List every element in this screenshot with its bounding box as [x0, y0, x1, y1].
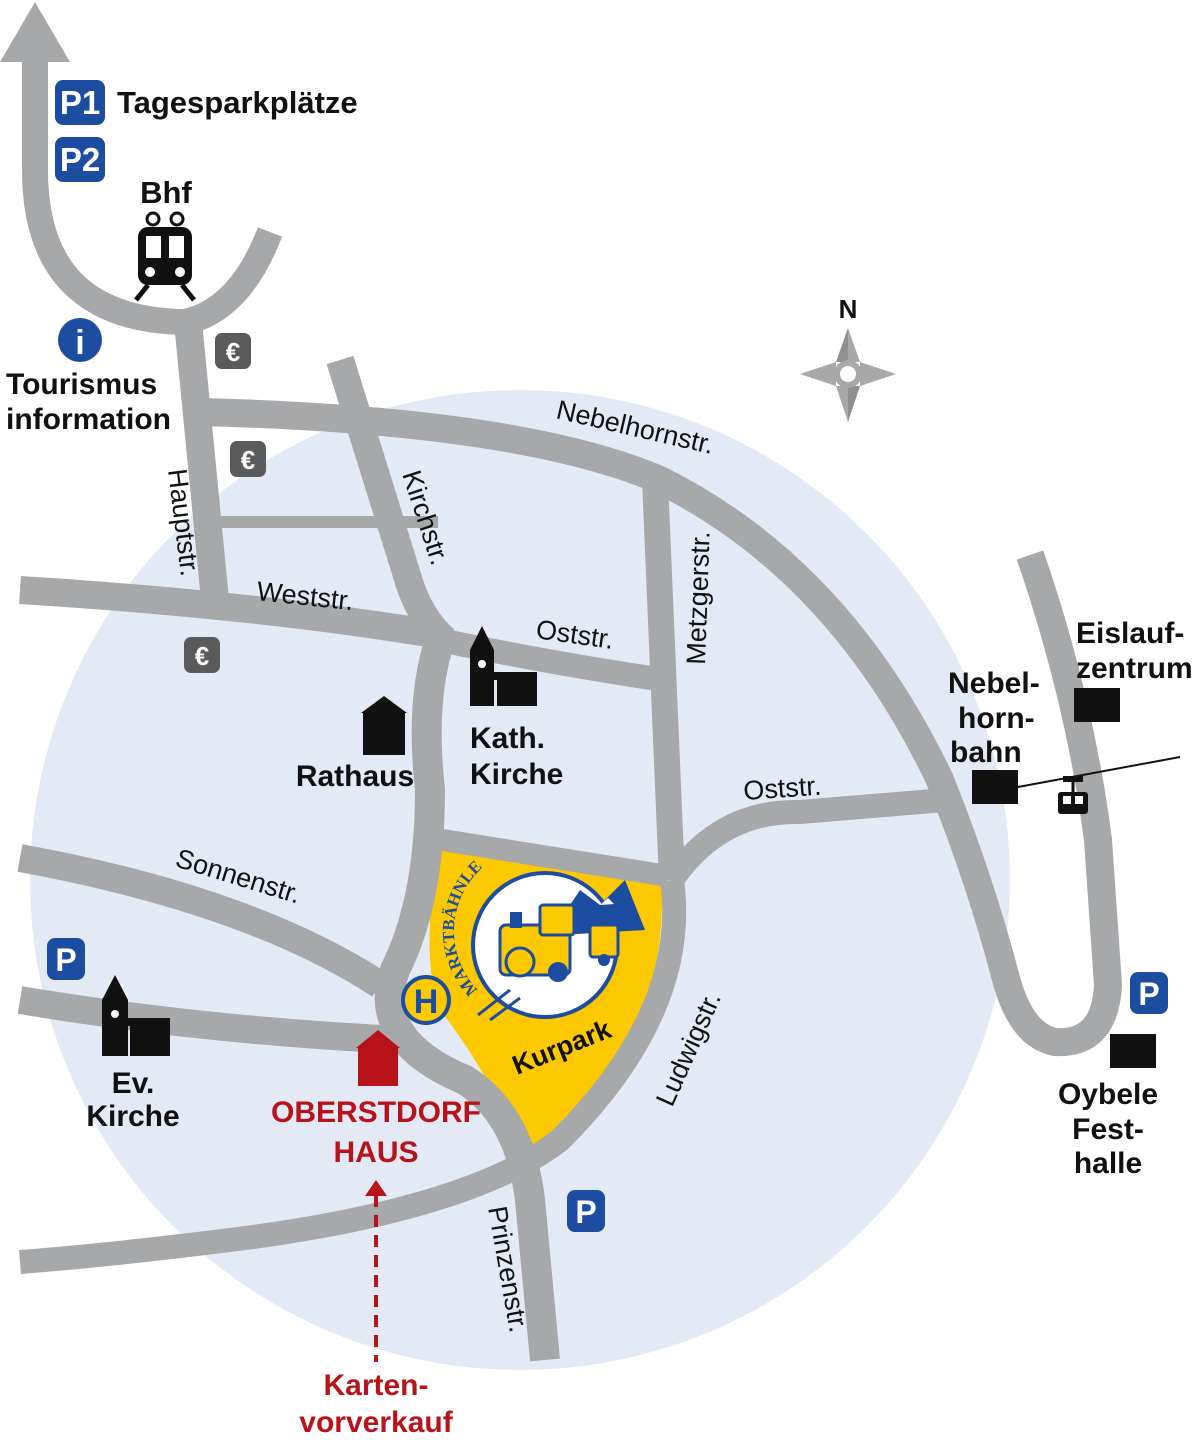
arrow-up-icon	[365, 1180, 387, 1362]
oybele-festhalle-building	[1110, 1034, 1156, 1068]
eislaufzentrum-building	[1074, 688, 1120, 722]
euro-icon: €	[215, 333, 251, 369]
cable-line	[1017, 756, 1181, 788]
parking-badge-p: P	[567, 1190, 605, 1232]
road-network	[17, 50, 1122, 1362]
rathaus-label: Rathaus	[296, 760, 414, 793]
tagesparkplaetze-label: Tagesparkplätze	[117, 85, 358, 120]
oberstdorf-haus-label-line2: HAUS	[333, 1136, 418, 1169]
street-label-oststr-lower: Oststr.	[742, 771, 822, 806]
kath-kirche-label-line2: Kirche	[470, 758, 563, 791]
gondola-icon	[1058, 776, 1088, 814]
bhf-label: Bhf	[140, 175, 192, 210]
nebelhornbahn-building	[972, 770, 1018, 804]
ev-kirche-label-line2: Kirche	[86, 1100, 179, 1133]
eislaufzentrum-label-line1: Eislauf-	[1076, 617, 1184, 650]
oybele-label-line2: Fest-	[1072, 1113, 1144, 1146]
bus-stop-icon: H	[401, 975, 451, 1025]
train-logo-icon	[477, 903, 620, 1022]
euro-icon: €	[184, 637, 220, 673]
rathaus-icon	[361, 696, 407, 755]
svg-text:i: i	[75, 324, 84, 362]
svg-text:€: €	[241, 445, 255, 475]
church-icon	[470, 626, 537, 706]
nebelhornbahn-label-line2: horn-	[958, 702, 1035, 735]
euro-icon: €	[230, 441, 266, 477]
ev-kirche-label-line1: Ev.	[112, 1067, 155, 1100]
kath-kirche-label-line1: Kath.	[470, 722, 545, 755]
parking-badge-p1: P1	[55, 80, 105, 125]
oybele-label-line3: halle	[1074, 1147, 1142, 1180]
svg-text:P: P	[575, 1194, 596, 1230]
parking-badge-p: P	[47, 938, 85, 980]
oberstdorf-haus-label-line1: OBERSTDORF	[271, 1096, 481, 1129]
svg-text:€: €	[195, 641, 209, 671]
oberstdorf-haus-icon	[356, 1030, 400, 1086]
eislaufzentrum-label-line2: zentrum	[1076, 652, 1193, 685]
tourismus-label-line2: information	[6, 403, 171, 436]
kartenvorverkauf-label-line1: Karten-	[323, 1369, 428, 1402]
parking-badge-p2: P2	[55, 137, 105, 182]
nebelhornbahn-label-line3: bahn	[950, 736, 1022, 769]
svg-text:P: P	[1138, 976, 1159, 1012]
north-arrow-head	[0, 2, 70, 62]
svg-text:P1: P1	[60, 84, 100, 121]
nebelhornbahn-label-line1: Nebel-	[948, 667, 1040, 700]
svg-text:P: P	[55, 942, 76, 978]
tourismus-label-line1: Tourismus	[6, 368, 157, 401]
svg-text:P2: P2	[60, 141, 100, 178]
street-label-metzgerstr: Metzgerstr.	[681, 531, 716, 666]
parking-badge-p: P	[1130, 972, 1168, 1014]
oybele-label-line1: Oybele	[1058, 1078, 1158, 1111]
compass-rose-icon: N	[800, 294, 896, 422]
info-icon: i	[58, 318, 102, 362]
svg-text:H: H	[414, 983, 439, 1021]
compass-north-label: N	[839, 294, 858, 324]
kartenvorverkauf-label-line2: vorverkauf	[299, 1406, 453, 1439]
church-icon	[102, 975, 170, 1056]
train-icon	[134, 211, 196, 302]
svg-text:€: €	[226, 337, 240, 367]
